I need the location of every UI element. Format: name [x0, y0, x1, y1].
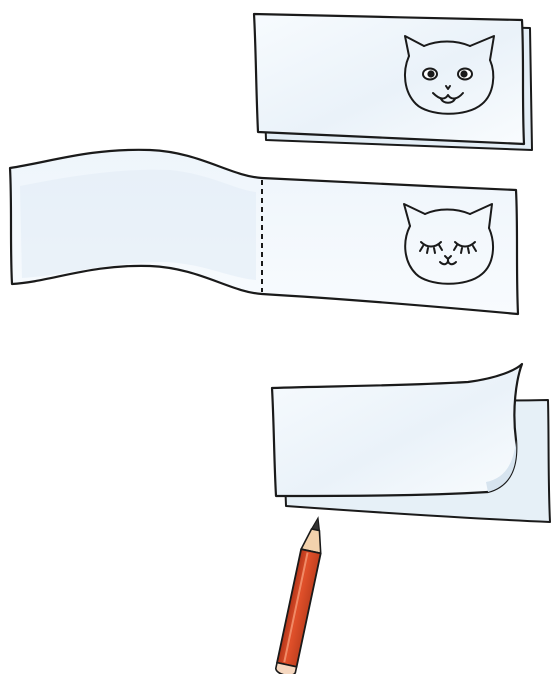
- panel-1-front-page: [252, 12, 526, 146]
- panel-3-curled-strip: [270, 362, 551, 523]
- pencil-icon: [274, 516, 322, 674]
- panel-1-folded-strip: [252, 12, 533, 151]
- panel-3-front-page: [270, 362, 524, 498]
- panel-2-unfolded-strip: [8, 148, 520, 316]
- cat-awake-icon: [403, 35, 495, 115]
- cat-sleeping-icon: [403, 203, 495, 285]
